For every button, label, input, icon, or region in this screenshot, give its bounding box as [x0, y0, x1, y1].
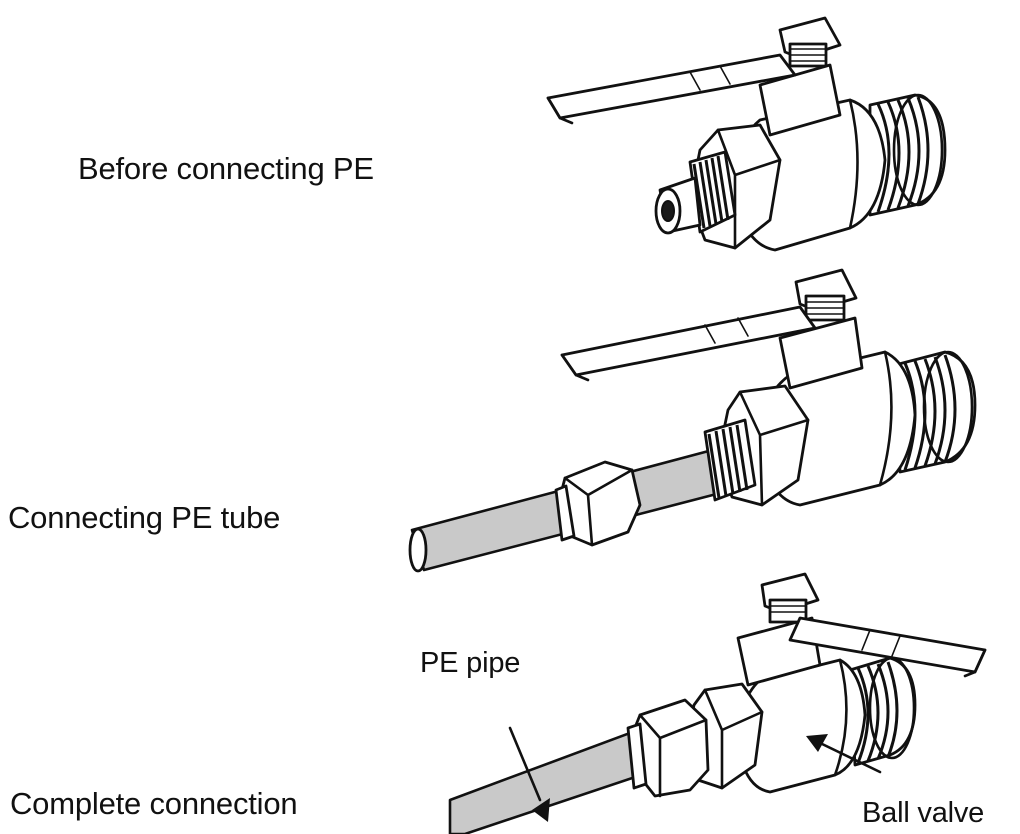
callout-pe-pipe: PE pipe	[420, 647, 521, 679]
threaded-nozzle	[703, 418, 757, 502]
step-label-before: Before connecting PE	[78, 151, 374, 186]
step-label-connecting: Connecting PE tube	[8, 500, 281, 535]
valve-handle	[546, 53, 797, 125]
arrow-ball-valve	[806, 734, 882, 774]
valve-stem	[778, 268, 864, 390]
step-label-complete: Complete connection	[10, 786, 298, 821]
valve-before-illustration	[546, 16, 947, 252]
valve-handle	[788, 616, 987, 678]
callout-ball-valve: Ball valve	[862, 797, 985, 829]
male-thread-end	[893, 350, 977, 474]
valve-handle	[560, 305, 817, 382]
valve-connecting-illustration	[408, 268, 977, 573]
valve-complete-illustration	[448, 572, 987, 834]
compression-nut	[626, 698, 710, 798]
male-thread-end	[868, 93, 947, 217]
arrow-pe-pipe	[508, 726, 550, 822]
compression-nut	[554, 460, 642, 547]
valve-stem	[758, 16, 842, 137]
threaded-nozzle	[654, 150, 737, 235]
